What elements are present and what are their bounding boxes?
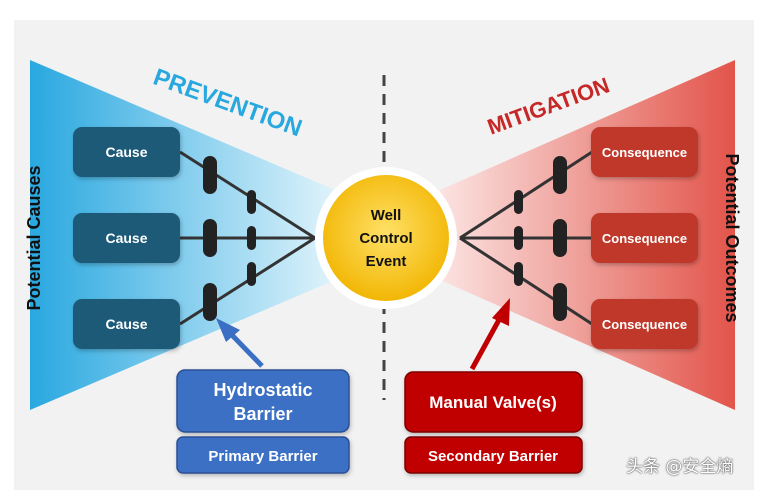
potential-causes-label: Potential Causes [24,165,44,310]
consequence-label: Consequence [602,231,687,246]
secondary-barrier-label: Secondary Barrier [428,448,558,465]
manual-valves-label: Manual Valve(s) [429,393,557,412]
cause-box: Cause [73,213,180,263]
hydrostatic-barrier-line: Barrier [233,404,292,424]
primary-barrier-label: Primary Barrier [208,448,317,465]
watermark: 头条 @安全熵 [626,457,734,477]
cause-label: Cause [105,230,147,246]
center-event-line: Control [359,230,412,247]
mitigation-barriers [514,156,567,321]
secondary-barrier-box: Secondary Barrier [404,436,583,474]
barrier-marker [553,156,567,194]
barrier-marker [203,283,217,321]
consequence-box: Consequence [591,299,698,349]
cause-box: Cause [73,127,180,177]
barrier-marker [247,262,256,286]
barrier-marker [514,190,523,214]
well-control-event: Well Control Event [315,167,457,309]
cause-label: Cause [105,316,147,332]
barrier-marker [514,226,523,250]
consequence-connectors [459,150,593,326]
barrier-marker [203,219,217,257]
barrier-marker [514,262,523,286]
barrier-marker [553,283,567,321]
cause-label: Cause [105,144,147,160]
center-event-line: Well [371,207,402,224]
consequence-box: Consequence [591,213,698,263]
potential-outcomes-label: Potential Outcomes [722,153,742,322]
barrier-marker [247,226,256,250]
barrier-marker [247,190,256,214]
hydrostatic-barrier-box: Hydrostatic Barrier [176,369,350,433]
barrier-marker [203,156,217,194]
consequence-label: Consequence [602,317,687,332]
consequence-label: Consequence [602,145,687,160]
primary-barrier-box: Primary Barrier [176,436,350,474]
manual-valve-arrow [469,298,510,371]
center-event-line: Event [366,253,407,270]
hydrostatic-arrow [216,318,264,368]
cause-box: Cause [73,299,180,349]
prevention-barriers [203,156,256,321]
manual-valves-box: Manual Valve(s) [404,371,583,433]
hydrostatic-barrier-line: Hydrostatic [213,380,312,400]
barrier-marker [553,219,567,257]
consequence-box: Consequence [591,127,698,177]
